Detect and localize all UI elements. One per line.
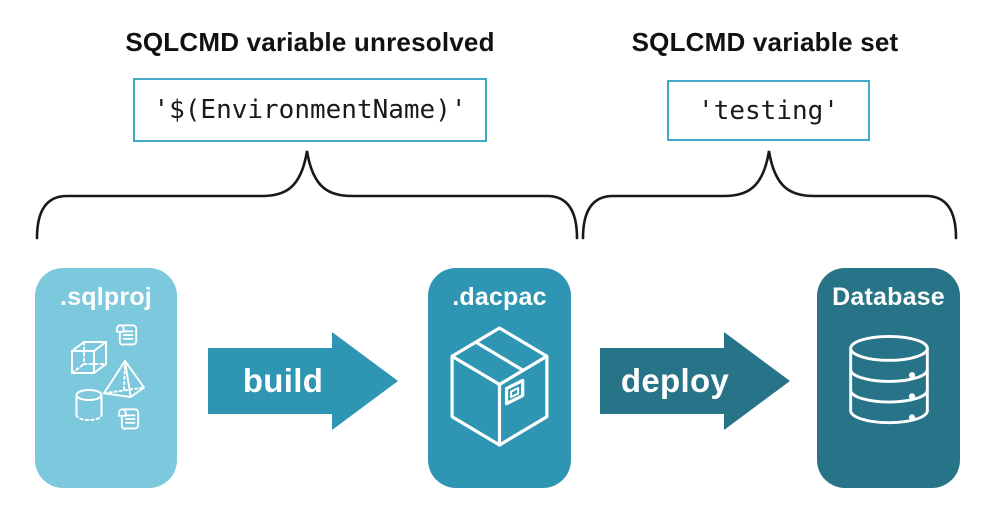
- cube-icon: [67, 338, 111, 380]
- code-box-environment-name: '$(EnvironmentName)': [133, 78, 487, 142]
- node-sqlproj: .sqlproj: [35, 268, 177, 488]
- package-icon: [446, 324, 553, 448]
- node-label: Database: [832, 283, 945, 311]
- heading-variable-set: SQLCMD variable set: [631, 27, 899, 57]
- node-database: Database: [817, 268, 960, 488]
- code-value: '$(EnvironmentName)': [153, 95, 467, 125]
- pyramid-icon: [101, 358, 147, 398]
- node-dacpac: .dacpac: [428, 268, 571, 488]
- left-brace: [35, 150, 579, 240]
- code-box-testing: 'testing': [667, 80, 870, 141]
- code-value: 'testing': [698, 95, 839, 126]
- build-label: build: [242, 362, 324, 399]
- cylinder-icon: [73, 388, 105, 422]
- heading-variable-unresolved: SQLCMD variable unresolved: [125, 27, 495, 57]
- build-arrow: build: [208, 332, 398, 430]
- arrow-shape: [600, 332, 790, 430]
- node-label: .dacpac: [452, 283, 547, 311]
- database-icon: [843, 332, 935, 428]
- scroll-icon: [113, 406, 141, 434]
- deploy-label: deploy: [620, 362, 730, 399]
- right-brace: [581, 150, 958, 240]
- node-label: .sqlproj: [60, 283, 152, 311]
- scroll-icon: [111, 322, 139, 350]
- deploy-arrow: deploy: [600, 332, 790, 430]
- arrow-shape: [208, 332, 398, 430]
